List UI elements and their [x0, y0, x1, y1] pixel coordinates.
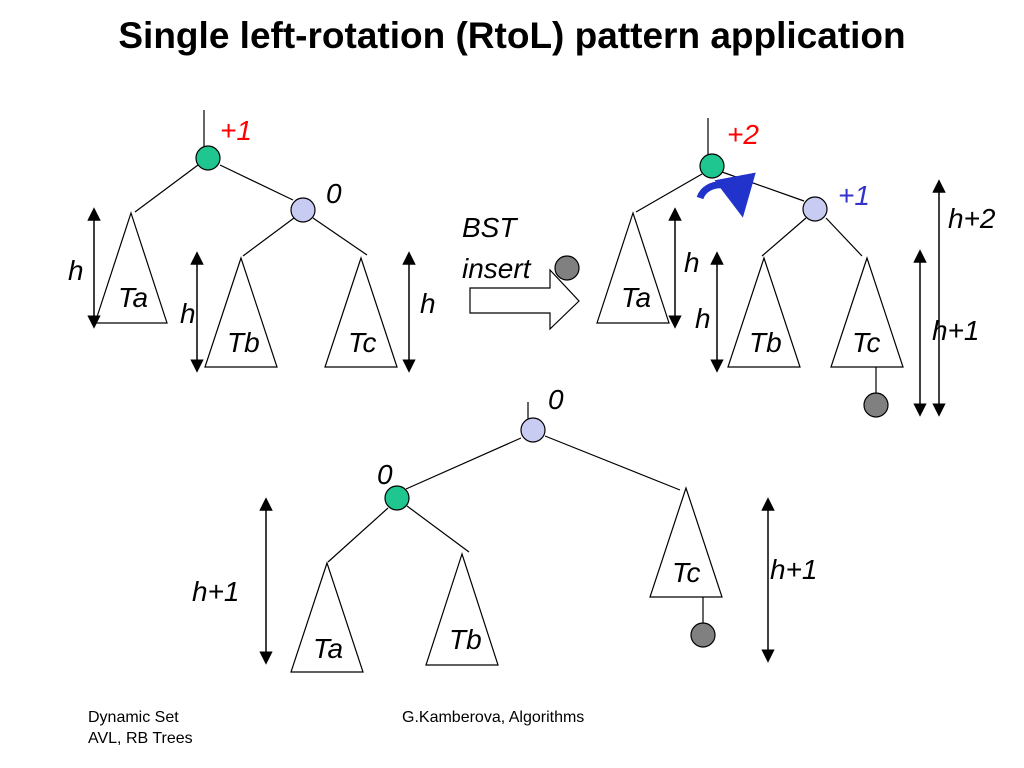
tree3-edge-root-right — [544, 435, 681, 491]
tree3-new-node — [690, 622, 716, 648]
tree1-child-node — [290, 197, 316, 223]
tree2-subtree-ta — [596, 211, 670, 324]
footer-left-line2: AVL, RB Trees — [88, 730, 193, 747]
tree3-label-tc: Tc — [672, 557, 701, 588]
tree-before-insert: +1 0 Ta Tb Tc h h h — [68, 110, 436, 373]
footer-course: Dynamic Set AVL, RB Trees — [88, 707, 193, 749]
block-arrow-icon — [469, 268, 580, 331]
tree2-child-node — [802, 196, 828, 222]
tree3-edge-child-right — [406, 505, 470, 553]
tree1-root-node — [195, 145, 221, 171]
tree1-label-tb: Tb — [227, 327, 260, 358]
tree3-label-ta: Ta — [313, 633, 343, 664]
tree1-edge-child-left — [242, 217, 295, 257]
tree2-edge-child-right — [825, 217, 863, 257]
tree1-label-tc: Tc — [348, 327, 377, 358]
tree3-root-balance: 0 — [548, 384, 564, 415]
tree1-label-ta: Ta — [118, 282, 148, 313]
tree1-height-label-ta: h — [68, 255, 84, 286]
tree2-subtree-tb — [727, 256, 801, 368]
tree1-edge-root-left — [134, 164, 199, 213]
footer-author: G.Kamberova, Algorithms — [402, 709, 585, 726]
tree2-label-ta: Ta — [621, 282, 651, 313]
new-node — [554, 255, 580, 281]
tree1-root-balance: +1 — [220, 115, 252, 146]
tree2-new-node — [863, 392, 889, 418]
tree1-edge-root-right — [219, 164, 294, 201]
bst-insert-step: BST insert — [462, 212, 580, 331]
tree2-height-label-total: h+2 — [948, 203, 996, 234]
slide-title: Single left-rotation (RtoL) pattern appl… — [118, 15, 906, 56]
tree2-edge-child-left — [761, 217, 807, 257]
tree1-subtree-ta — [94, 211, 168, 324]
tree2-height-label-tb: h — [695, 303, 711, 334]
tree2-label-tb: Tb — [749, 327, 782, 358]
tree1-edge-child-right — [312, 217, 368, 256]
bst-label: BST — [462, 212, 518, 243]
tree2-root-node — [699, 153, 725, 179]
tree2-height-label-ta: h — [684, 247, 700, 278]
tree1-height-label-tc: h — [420, 288, 436, 319]
tree3-height-label-right: h+1 — [770, 554, 818, 585]
tree2-edge-root-left — [635, 173, 703, 213]
tree1-subtree-tc — [324, 256, 398, 368]
tree2-subtree-tc — [830, 256, 904, 368]
tree3-subtree-tc — [649, 486, 723, 598]
tree3-label-tb: Tb — [449, 624, 482, 655]
tree-after-rotation: 0 0 Ta Tb Tc h+1 h+1 — [192, 384, 818, 673]
tree3-edge-child-left — [327, 507, 389, 563]
insert-label: insert — [462, 253, 532, 284]
tree3-edge-root-left — [405, 437, 522, 490]
tree1-subtree-tb — [204, 256, 278, 368]
tree3-child-node — [384, 485, 410, 511]
footer-left-line1: Dynamic Set — [88, 709, 179, 726]
tree2-root-balance: +2 — [727, 119, 759, 150]
tree3-child-balance: 0 — [377, 459, 393, 490]
rotate-left-icon — [696, 172, 756, 218]
tree3-subtree-ta — [290, 561, 364, 673]
tree1-height-label-tb: h — [180, 298, 196, 329]
tree-after-insert: +2 +1 Ta Tb Tc h h h+1 h+2 — [596, 118, 996, 418]
tree3-subtree-tb — [425, 552, 499, 666]
tree2-child-balance: +1 — [838, 180, 870, 211]
tree1-child-balance: 0 — [326, 178, 342, 209]
tree3-root-node — [520, 417, 546, 443]
tree3-height-label-left: h+1 — [192, 576, 240, 607]
tree2-label-tc: Tc — [852, 327, 881, 358]
